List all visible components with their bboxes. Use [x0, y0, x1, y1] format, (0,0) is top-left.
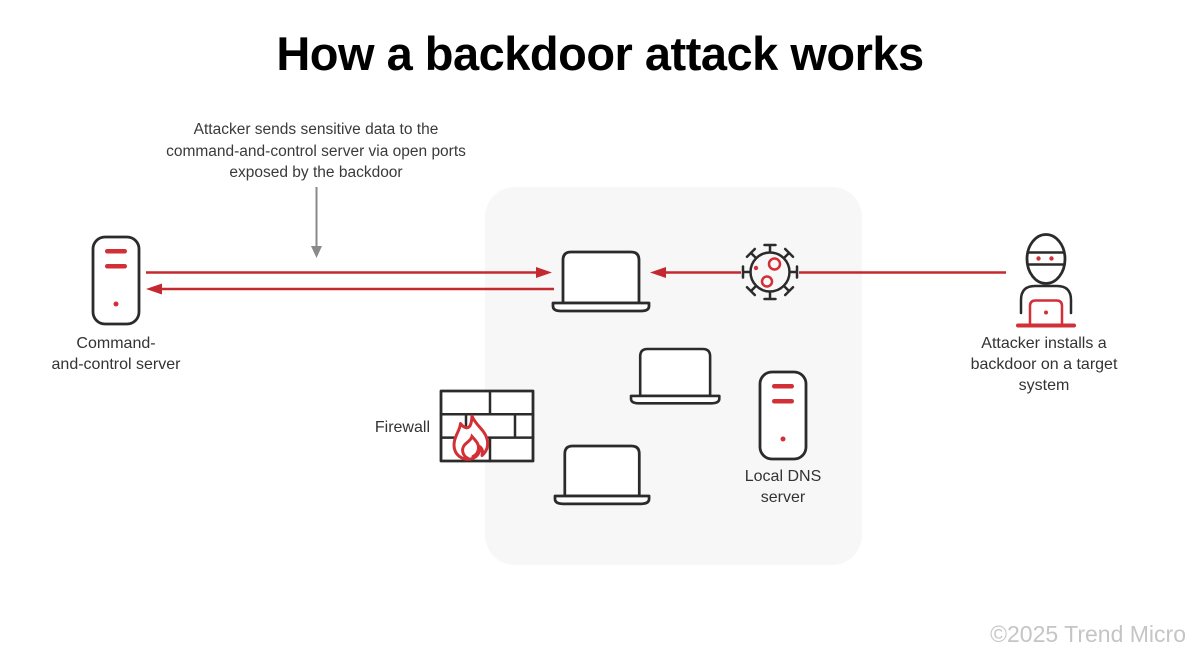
c2-server-icon [91, 235, 141, 326]
dns-server-label-line: server [760, 489, 806, 506]
copyright-watermark: ©2025 Trend Micro [990, 621, 1186, 647]
annotation-line: command-and-control server via open port… [166, 142, 466, 160]
dns-server-label: Local DNS server [745, 466, 821, 508]
attacker-label-line: Attacker installs a [981, 335, 1107, 352]
dns-server-label-line: Local DNS [744, 468, 822, 485]
attacker-icon [1016, 233, 1076, 328]
exfiltration-arrow-left [146, 283, 554, 295]
target-laptop-icon [551, 250, 651, 313]
network-laptop-icon [553, 444, 651, 506]
virus-icon [741, 243, 799, 301]
annotation-arrow [311, 187, 322, 258]
page-title: How a backdoor attack works [276, 27, 924, 80]
c2-server-label-line: Command- [76, 335, 156, 352]
exfiltration-arrow-right [146, 267, 552, 278]
annotation-exfiltration: Attacker sends sensitive data to the com… [166, 119, 466, 184]
c2-server-label-line: and-control server [51, 356, 181, 373]
annotation-line: Attacker sends sensitive data to the [193, 121, 439, 138]
flame-icon [452, 414, 490, 461]
network-laptop-icon [629, 347, 721, 405]
attacker-label-line: backdoor on a target [970, 356, 1118, 373]
firewall-icon [439, 389, 535, 463]
attacker-label-line: system [1018, 377, 1070, 394]
backdoor-install-arrow [650, 267, 1006, 278]
annotation-line: exposed by the backdoor [229, 164, 403, 181]
attacker-label: Attacker installs a backdoor on a target… [971, 333, 1118, 396]
dns-server-icon [758, 370, 808, 461]
firewall-label: Firewall [374, 419, 430, 436]
c2-server-label: Command- and-control server [52, 333, 181, 375]
